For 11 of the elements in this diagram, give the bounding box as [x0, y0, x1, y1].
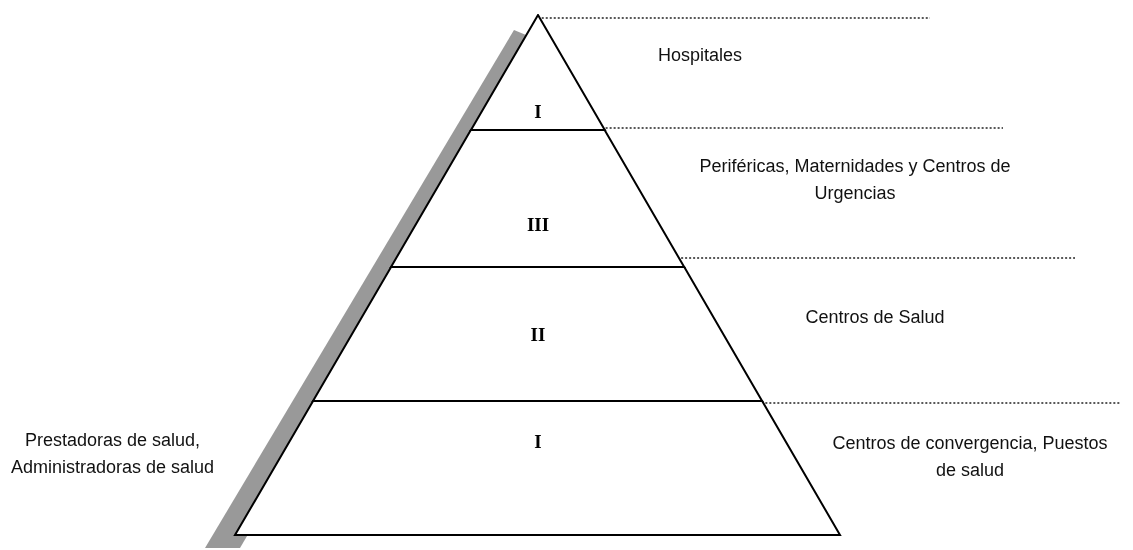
level-label: Centros de Salud [804, 306, 946, 329]
pyramid-apex [469, 14, 607, 131]
tier-number: I [534, 101, 542, 123]
level-label: Hospitales [656, 44, 743, 67]
tier-number: I [534, 431, 542, 453]
level-label: Prestadoras de salud, Administradoras de salud [9, 429, 216, 479]
pyramid-tier [311, 266, 765, 402]
level-label: Centros de convergencia, Puestos de salud [831, 432, 1109, 482]
tier-number: III [526, 214, 550, 236]
level-label: Periféricas, Maternidades y Centros de Urgencias [698, 155, 1012, 205]
tier-number: II [530, 324, 546, 346]
